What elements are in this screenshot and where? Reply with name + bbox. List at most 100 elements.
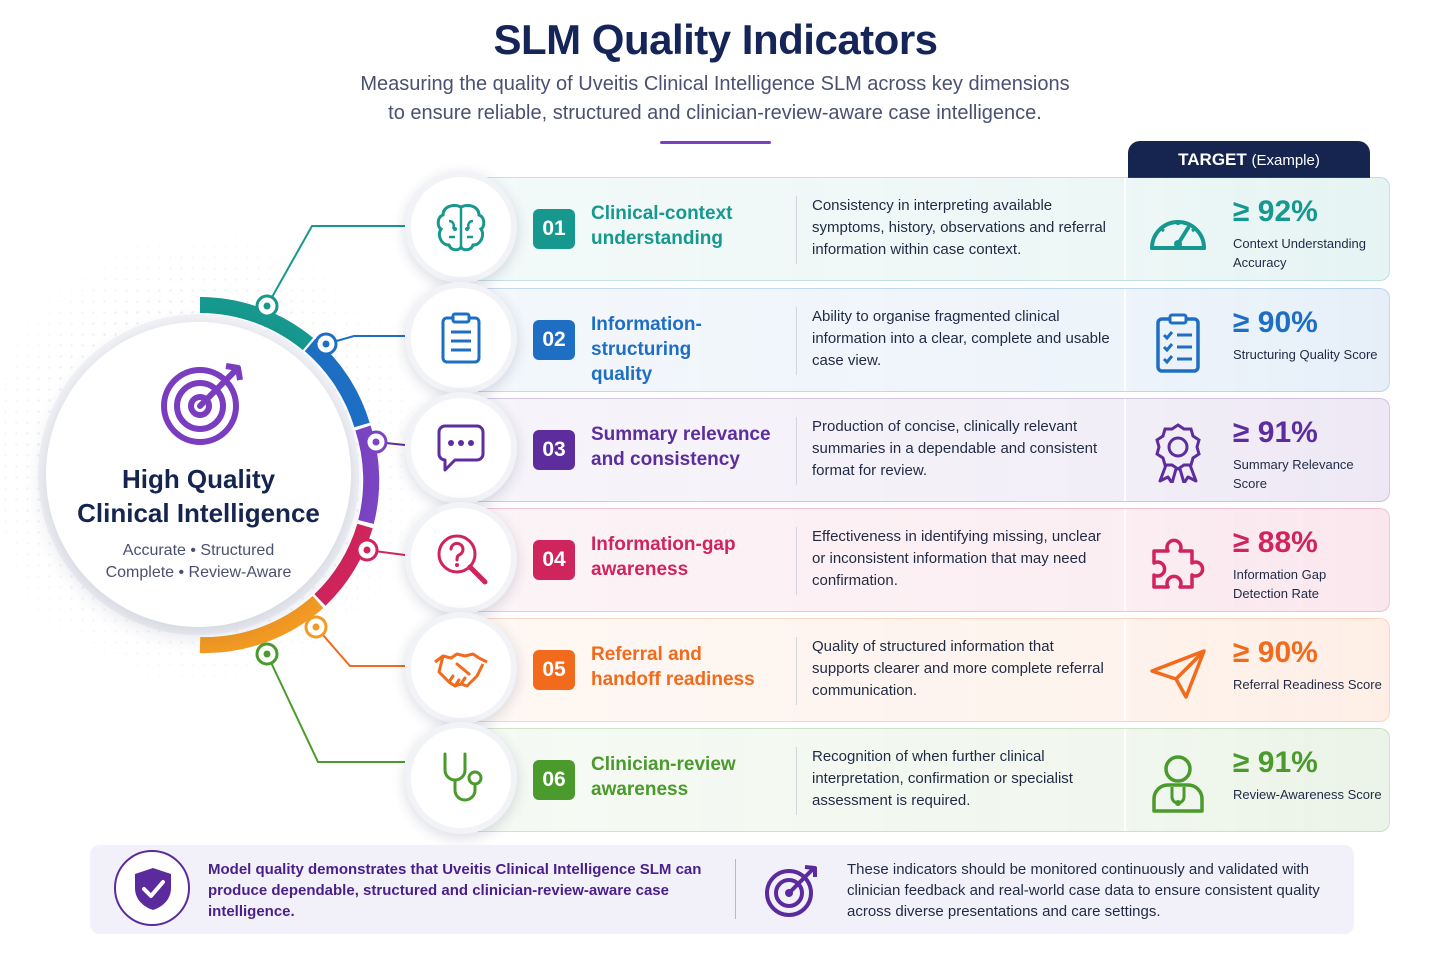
gauge-icon [1150, 220, 1206, 250]
indicator-number: 04 [533, 540, 575, 580]
footer-banner: Model quality demonstrates that Uveitis … [90, 845, 1354, 934]
indicator-description: Recognition of when further clinical int… [812, 748, 1073, 809]
puzzle-piece-icon [1152, 538, 1205, 589]
indicator-icon-circle-05 [405, 612, 517, 724]
ring-node-05 [304, 615, 328, 639]
footer-left-text: Model quality demonstrates that Uveitis … [208, 861, 702, 920]
target-divider [1124, 178, 1126, 280]
brain-icon [436, 203, 486, 252]
indicator-number: 03 [533, 430, 575, 470]
indicator-number: 01 [533, 209, 575, 249]
ring-segment-03 [355, 425, 380, 524]
indicator-row-05: 05 Referral and handoff readiness Qualit… [470, 618, 1390, 722]
indicator-name-line-2: awareness [591, 779, 689, 800]
target-value: ≥ 90% [1233, 306, 1318, 339]
target-divider [1124, 399, 1126, 501]
indicator-icon-circle-01 [405, 171, 517, 283]
shield-check-icon [135, 868, 171, 910]
target-divider [1124, 729, 1126, 831]
central-hub: High Quality Clinical Intelligence Accur… [46, 322, 351, 627]
indicator-row-02: 02 Information-structuring quality Abili… [470, 288, 1390, 392]
row-divider [796, 307, 797, 375]
indicator-row-03: 03 Summary relevance and consistency Pro… [470, 398, 1390, 502]
target-arrow-icon [161, 363, 243, 445]
target-value: ≥ 92% [1233, 195, 1318, 228]
indicator-name-line-1: Clinician-review [591, 754, 736, 775]
stethoscope-icon [443, 752, 483, 802]
indicator-name-line-2: understanding [591, 228, 723, 249]
indicator-description: Consistency in interpreting available sy… [812, 197, 1107, 258]
indicator-row-06: 06 Clinician-review awareness Recognitio… [470, 728, 1390, 832]
target-value: ≥ 88% [1233, 526, 1318, 559]
indicator-name-line-1: Information-gap [591, 534, 736, 555]
indicator-row-04: 04 Information-gap awareness Effectivene… [470, 508, 1390, 612]
connector-02 [325, 335, 405, 345]
indicator-name: Information-gap awareness [591, 532, 796, 582]
question-magnifier-icon [437, 534, 488, 585]
indicator-description: Ability to organise fragmented clinical … [812, 308, 1110, 369]
indicator-name-line-1: Summary relevance [591, 424, 771, 445]
indicator-name-line-2: awareness [591, 559, 689, 580]
target-value: ≥ 91% [1233, 746, 1318, 779]
clipboard-list-icon [441, 312, 481, 364]
indicator-name-line-2: and consistency [591, 449, 740, 470]
target-arrow-icon [765, 865, 817, 917]
row-divider [796, 527, 797, 595]
ring-node-01 [255, 294, 279, 318]
indicator-description: Production of concise, clinically releva… [812, 418, 1098, 479]
footer-right-text: These indicators should be monitored con… [847, 861, 1320, 920]
subtitle-line-2: to ensure reliable, structured and clini… [388, 102, 1042, 124]
hub-sub-line-2: Complete • Review-Aware [105, 564, 292, 581]
ring-segment-02 [304, 338, 370, 428]
hub-subtitle: Accurate • Structured Complete • Review-… [46, 540, 351, 584]
row-divider [796, 637, 797, 705]
indicator-icon-circle-03 [405, 392, 517, 504]
hub-connector-diagram [199, 225, 406, 763]
indicator-name-line-1: Clinical-context [591, 203, 733, 224]
indicator-name: Summary relevance and consistency [591, 422, 796, 472]
paper-plane-icon [1150, 649, 1206, 699]
indicator-number: 02 [533, 320, 575, 360]
indicator-name: Referral and handoff readiness [591, 642, 796, 692]
award-ribbon-icon [1155, 423, 1201, 483]
indicator-name-line-1: Referral and [591, 644, 702, 665]
indicator-icon-circle-06 [405, 722, 517, 834]
row-divider [796, 417, 797, 485]
ring-segment-05 [199, 595, 324, 654]
indicator-number: 05 [533, 650, 575, 690]
ring-node-06 [255, 642, 279, 666]
connector-05 [315, 626, 405, 667]
indicator-name-line-2: handoff readiness [591, 669, 755, 690]
doctor-icon [1152, 755, 1204, 813]
row-divider [796, 747, 797, 815]
checklist-icon [1156, 313, 1200, 373]
indicator-name: Clinical-context understanding [591, 201, 796, 251]
indicator-row-01: 01 Clinical-context understanding Consis… [470, 177, 1390, 281]
target-value: ≥ 90% [1233, 636, 1318, 669]
handshake-icon [434, 652, 488, 688]
page-title: SLM Quality Indicators [493, 16, 938, 63]
target-label: TARGET [1178, 150, 1247, 169]
hub-sub-line-1: Accurate • Structured [122, 542, 275, 559]
target-label: Summary Relevance Score [1233, 457, 1354, 491]
target-divider [1124, 619, 1126, 721]
title-divider [660, 141, 771, 144]
target-value: ≥ 91% [1233, 416, 1318, 449]
target-label: Referral Readiness Score [1233, 677, 1382, 692]
target-label: Review-Awareness Score [1233, 787, 1382, 802]
connector-01 [266, 225, 405, 307]
connector-06 [266, 653, 405, 763]
target-column-header: TARGET (Example) [1128, 141, 1370, 178]
indicator-icon-circle-02 [405, 282, 517, 394]
ring-inner-track [199, 316, 359, 634]
indicator-description: Effectiveness in identifying missing, un… [812, 528, 1102, 589]
target-label: Context Understanding Accuracy [1233, 236, 1366, 270]
indicator-name: Clinician-review awareness [591, 752, 796, 802]
footer-divider [735, 859, 736, 919]
indicator-name-line-1: Information-structuring [591, 314, 702, 360]
indicator-number: 06 [533, 760, 575, 800]
subtitle-line-1: Measuring the quality of Uveitis Clinica… [360, 73, 1070, 95]
ring-segment-04 [314, 523, 373, 606]
indicator-name: Information-structuring quality [591, 312, 796, 387]
ring-node-03 [364, 430, 388, 454]
